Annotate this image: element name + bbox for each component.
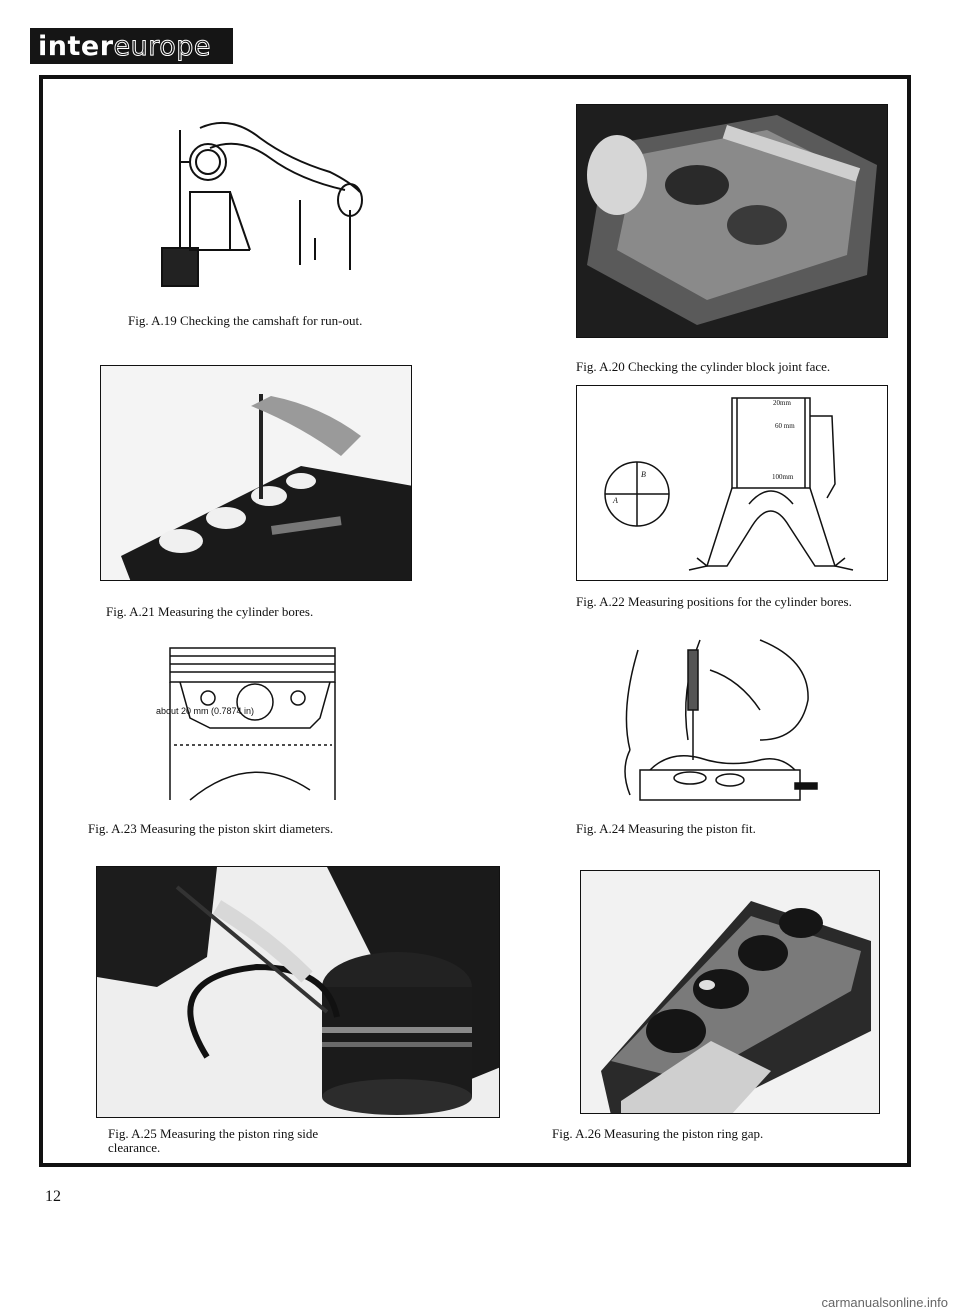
label-100mm: 100mm <box>772 473 794 481</box>
page-number: 12 <box>45 1188 61 1205</box>
figure-a24-illustration <box>624 639 818 801</box>
figure-a22-caption: Fig. A.22 Measuring positions for the cy… <box>576 594 852 609</box>
label-20mm: 20mm <box>773 399 791 407</box>
figure-a20-photo <box>576 104 888 338</box>
figure-a21-caption: Fig. A.21 Measuring the cylinder bores. <box>106 604 314 619</box>
watermark: carmanualsonline.info <box>821 1295 948 1310</box>
figure-a22-diagram: 20mm 60 mm 100mm A B <box>576 385 888 581</box>
figure-a26-photo <box>580 870 880 1114</box>
label-60mm: 60 mm <box>775 422 795 430</box>
figure-a19-caption: Fig. A.19 Checking the camshaft for run-… <box>128 313 363 328</box>
figure-a23-diagram: about 20 mm (0.7874 in) <box>156 640 345 805</box>
brand-suffix: europe <box>113 30 212 62</box>
figure-a25-photo <box>96 866 500 1118</box>
label-b: B <box>641 470 646 479</box>
figure-a20-caption: Fig. A.20 Checking the cylinder block jo… <box>576 359 831 374</box>
figure-a21-photo <box>100 365 412 581</box>
content-frame <box>39 75 911 1167</box>
annotation-20mm: about 20 mm (0.7874 in) <box>156 706 255 716</box>
figure-a25-caption: Fig. A.25 Measuring the piston ring side… <box>108 1126 319 1155</box>
figure-a23-caption: Fig. A.23 Measuring the piston skirt dia… <box>88 821 334 836</box>
figure-a19-illustration <box>161 121 363 287</box>
figure-a26-caption: Fig. A.26 Measuring the piston ring gap. <box>552 1126 764 1141</box>
label-a: A <box>613 496 618 505</box>
brand-prefix: inter <box>38 30 114 62</box>
figure-a24-caption: Fig. A.24 Measuring the piston fit. <box>576 821 756 836</box>
